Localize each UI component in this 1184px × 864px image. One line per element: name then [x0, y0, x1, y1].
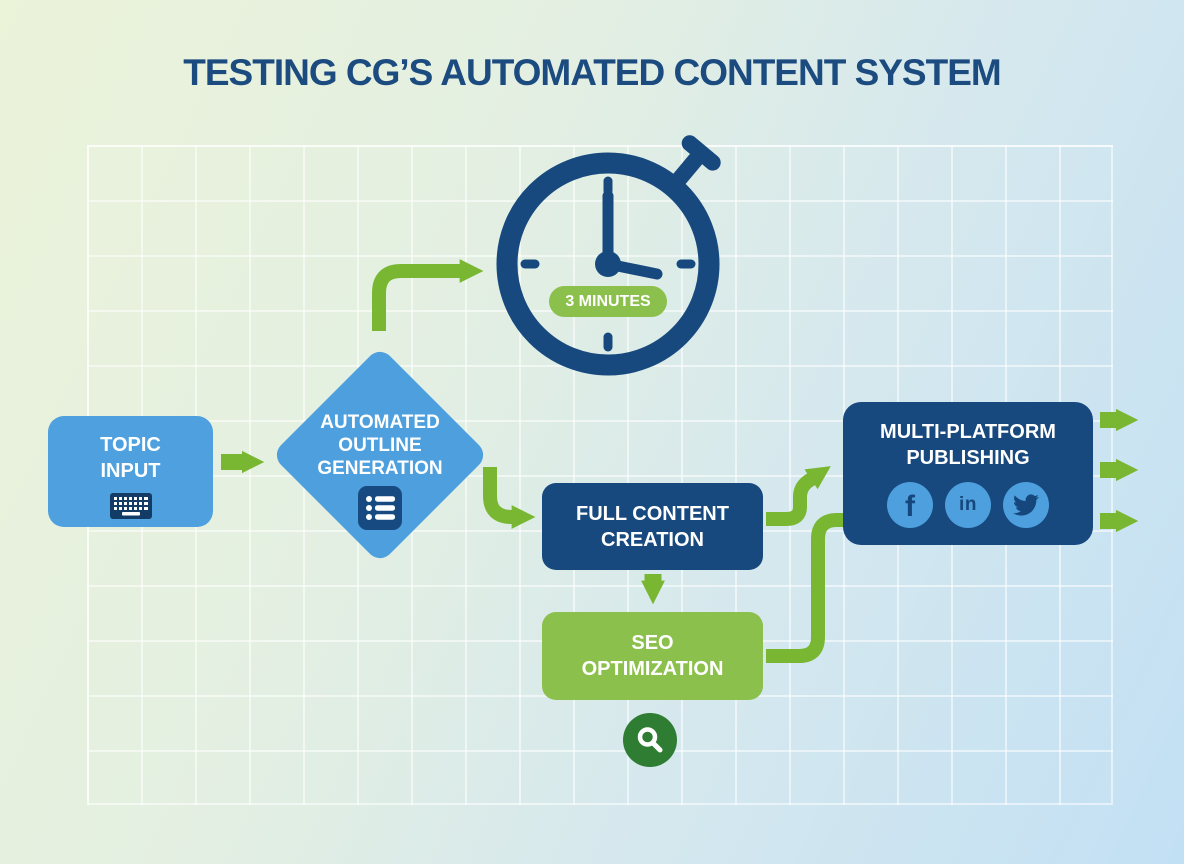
- linkedin-icon: in: [945, 482, 991, 528]
- keyboard-icon: [109, 493, 152, 519]
- outline-label-line2: OUTLINE: [338, 434, 422, 456]
- timer-badge: 3 MINUTES: [549, 286, 667, 317]
- flow-node-outline-generation: AUTOMATED OUTLINE GENERATION: [271, 346, 489, 564]
- outline-label-line3: GENERATION: [317, 457, 443, 479]
- publishing-label-line2: PUBLISHING: [906, 447, 1030, 469]
- seo-label-line2: OPTIMIZATION: [581, 658, 724, 680]
- flow-node-seo: SEO OPTIMIZATION: [542, 612, 763, 700]
- checklist-icon: [358, 485, 402, 530]
- magnifier-icon: [623, 713, 677, 767]
- outline-label-line1: AUTOMATED: [320, 411, 440, 433]
- topic-input-label-line2: INPUT: [100, 460, 161, 482]
- seo-label-line1: SEO: [631, 632, 674, 654]
- topic-input-label-line1: TOPIC: [100, 434, 161, 456]
- page-title: TESTING CG’S AUTOMATED CONTENT SYSTEM: [183, 52, 1001, 93]
- facebook-icon: f: [887, 482, 933, 528]
- publishing-label-line1: MULTI-PLATFORM: [880, 421, 1056, 443]
- twitter-icon: [1003, 482, 1049, 528]
- full-content-label-line2: CREATION: [601, 528, 704, 551]
- flow-node-topic-input: TOPIC INPUT: [48, 416, 213, 527]
- social-icons-row: f in: [887, 482, 1049, 528]
- flow-node-publishing: MULTI-PLATFORM PUBLISHING f in: [843, 402, 1093, 545]
- flow-node-full-content: FULL CONTENT CREATION: [542, 483, 763, 570]
- full-content-label-line1: FULL CONTENT: [576, 502, 729, 525]
